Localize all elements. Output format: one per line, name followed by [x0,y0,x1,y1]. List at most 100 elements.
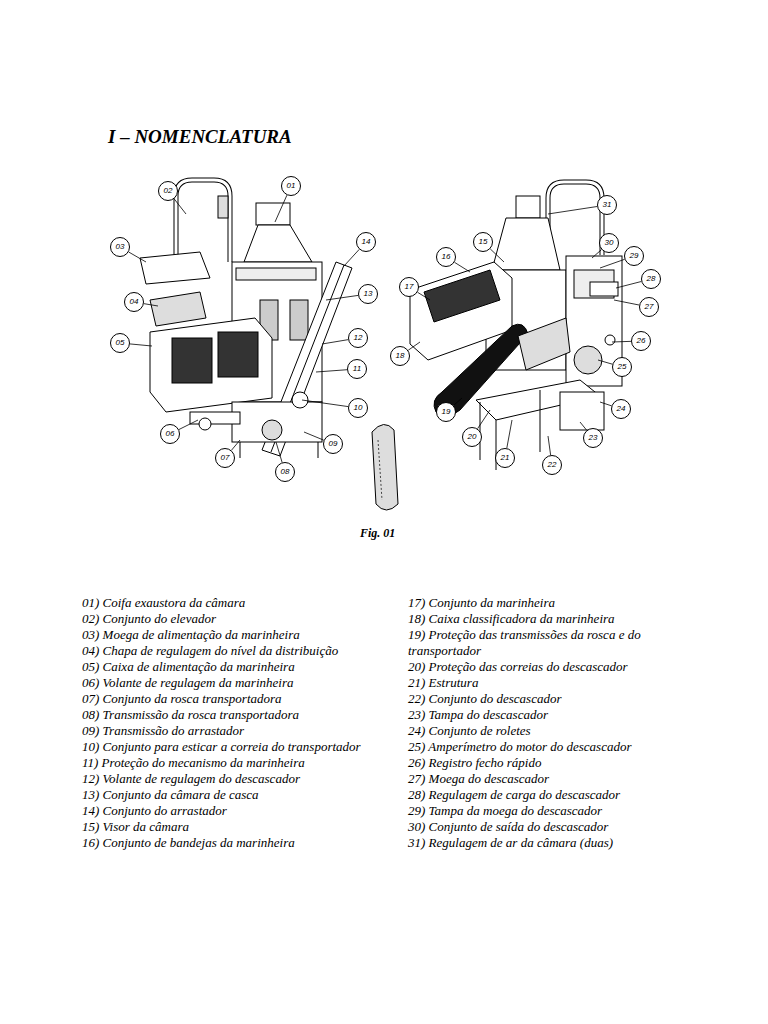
leader-line [316,370,347,372]
callout-circle: 15 [473,232,493,252]
callout-number: 23 [589,434,598,442]
callout-number: 29 [630,252,639,260]
leader-line [275,195,287,222]
callout-number: 28 [647,275,656,283]
callout-circle: 19 [436,402,456,422]
callout-circle: 18 [390,346,410,366]
callout-circle: 13 [358,284,378,304]
callout-circle: 25 [612,357,632,377]
callout-number: 31 [603,201,612,209]
callout-circle: 17 [399,277,419,297]
callout-number: 13 [364,290,373,298]
list-item: 23) Tampa do descascador [408,707,698,723]
list-item: 10) Conjunto para esticar a correia do t… [82,739,387,755]
callout-circle: 08 [275,462,295,482]
callout-number: 27 [645,303,654,311]
leader-line [454,262,470,272]
callout-number: 19 [442,408,451,416]
callout-circle: 30 [599,233,619,253]
list-item: 17) Conjunto da marinheira [408,595,698,611]
list-column: 17) Conjunto da marinheira18) Caixa clas… [408,595,698,851]
callout-number: 07 [221,454,230,462]
callout-number: 09 [329,440,338,448]
leader-line [490,249,504,262]
callout-number: 06 [166,430,175,438]
list-item: 18) Caixa classificadora da marinheira [408,611,698,627]
list-item: 05) Caixa de alimentação da marinheira [82,659,387,675]
callout-number: 08 [281,468,290,476]
leader-line [231,440,240,450]
callout-number: 01 [287,182,296,190]
callout-number: 17 [405,283,414,291]
leader-line [600,402,612,406]
leader-line [478,410,490,429]
callout-circle: 31 [597,195,617,215]
callout-circle: 23 [583,428,603,448]
leader-line [408,342,420,350]
callout-number: 05 [116,339,125,347]
list-item: 15) Visor da câmara [82,819,387,835]
leader-line [179,420,198,430]
list-item: 11) Proteção do mecanismo da marinheira [82,755,387,771]
leader-line [129,252,146,262]
callout-number: 11 [353,365,361,373]
list-item: 03) Moega de alimentação da marinheira [82,627,387,643]
list-item: 30) Conjunto de saída do descascador [408,819,698,835]
leader-line [302,400,348,407]
list-item: 26) Registro fecho rápido [408,755,698,771]
callout-number: 18 [396,352,405,360]
callout-circle: 22 [542,455,562,475]
list-item: 12) Volante de regulagem do descascador [82,771,387,787]
callout-circle: 11 [347,359,367,379]
callout-circle: 06 [160,424,180,444]
leader-line [600,259,625,268]
callout-circle: 09 [323,434,343,454]
callout-circle: 27 [639,297,659,317]
leader-line [344,249,359,266]
callout-number: 24 [617,405,626,413]
leader-line [580,422,587,430]
leader-line [326,295,358,300]
leader-line [616,281,641,288]
callout-number: 12 [354,334,363,342]
figure-caption: Fig. 01 [360,526,395,541]
callout-number: 15 [479,238,488,246]
callout-circle: 28 [641,269,661,289]
callout-circle: 16 [436,247,456,267]
leader-line [612,341,631,343]
list-item: 09) Transmissão do arrastador [82,723,387,739]
leader-line [276,442,282,462]
callout-circle: 29 [624,246,644,266]
list-item: 21) Estrutura [408,675,698,691]
callout-circle: 12 [348,328,368,348]
callout-circle: 21 [495,448,515,468]
page-title: I – NOMENCLATURA [108,126,292,148]
callout-circle: 26 [631,331,651,351]
callout-number: 21 [501,454,510,462]
list-item: 06) Volante de regulagem da marinheira [82,675,387,691]
leader-line [598,360,612,364]
leader-line [174,199,186,214]
list-item: 08) Transmissão da rosca transportadora [82,707,387,723]
leader-line [130,344,152,346]
leader-line [418,292,430,300]
callout-number: 26 [637,337,646,345]
callout-circle: 03 [110,237,130,257]
leader-line [548,207,597,214]
list-item: 28) Regulagem de carga do descascador [408,787,698,803]
callout-number: 22 [548,461,557,469]
leader-line [507,420,512,448]
list-item: 25) Amperímetro do motor do descascador [408,739,698,755]
list-item: 19) Proteção das transmissões da rosca e… [408,627,698,659]
list-item: 27) Moega do descascador [408,771,698,787]
callout-number: 30 [605,239,614,247]
callout-circle: 02 [158,181,178,201]
list-item: 07) Conjunto da rosca transportadora [82,691,387,707]
leader-line [322,340,348,344]
list-item: 01) Coifa exaustora da câmara [82,595,387,611]
callout-number: 25 [618,363,627,371]
list-item: 14) Conjunto do arrastador [82,803,387,819]
list-item: 20) Proteção das correias do descascador [408,659,698,675]
